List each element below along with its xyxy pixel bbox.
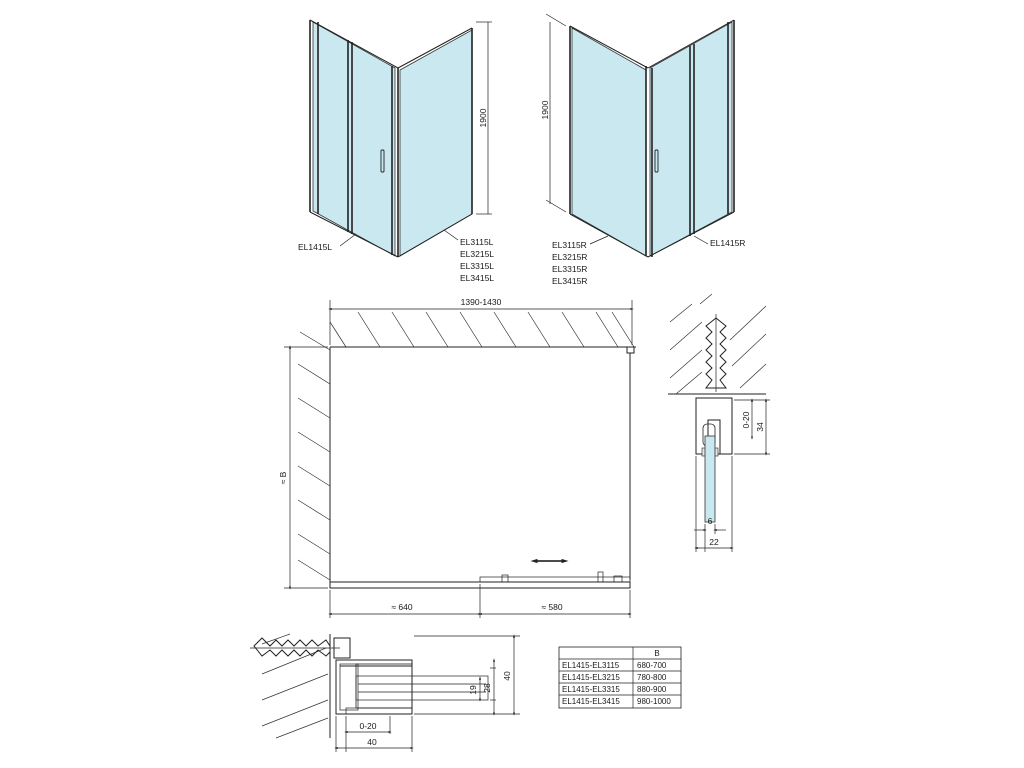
bottom-profile-detail: 19 28 40 0-20 40 xyxy=(250,633,520,752)
right-door-code: EL1415R xyxy=(710,238,745,248)
right-door-handle-icon xyxy=(654,149,659,173)
plan-sliding-width-label: ≈ 580 xyxy=(541,602,562,612)
left-panel-code-2: EL3215L xyxy=(460,249,494,259)
right-variant-isometric-view: 1900 EL3115R EL3215R EL3315R EL3415R EL1… xyxy=(540,13,745,286)
size-table: B EL1415-EL3115 680-700 EL1415-EL3215 78… xyxy=(558,646,682,709)
right-panel-code-1: EL3115R xyxy=(552,240,587,250)
left-variant-isometric-view: 1900 EL1415L EL3115L EL3215L EL3315L EL3… xyxy=(298,19,494,283)
bottom-dim-40-horizontal: 40 xyxy=(367,737,377,747)
size-table-row4-b: 980-1000 xyxy=(637,697,671,706)
left-side-panel-glass xyxy=(399,29,473,257)
right-side-panel-glass xyxy=(571,27,647,257)
wall-dowel-icon xyxy=(705,317,727,389)
size-table-row1-model: EL1415-EL3115 xyxy=(562,661,620,670)
bottom-dim-19: 19 xyxy=(468,685,478,695)
bottom-adjust-label: 0-20 xyxy=(359,721,376,731)
bottom-dowel-icon xyxy=(253,637,331,657)
plan-fixed-width-label: ≈ 640 xyxy=(391,602,412,612)
wall-profile-depth-label: 34 xyxy=(755,422,765,432)
left-height-label: 1900 xyxy=(478,108,488,127)
right-door-glass xyxy=(649,21,733,257)
plan-depth-label: ≈ B xyxy=(278,471,288,484)
right-panel-code-3: EL3315R xyxy=(552,264,587,274)
bottom-dim-28: 28 xyxy=(482,683,492,693)
size-table-header-b: B xyxy=(654,649,659,658)
glass-thickness-label: 6 xyxy=(708,516,713,526)
size-table-row3-model: EL1415-EL3315 xyxy=(562,685,620,694)
size-table-row2-model: EL1415-EL3215 xyxy=(562,673,620,682)
size-table-row3-b: 880-900 xyxy=(637,685,667,694)
detail-glass xyxy=(704,435,716,523)
right-panel-code-4: EL3415R xyxy=(552,276,587,286)
plan-width-label: 1390-1430 xyxy=(461,297,502,307)
wall-profile-detail: 0-20 34 6 22 xyxy=(668,293,770,552)
left-door-handle-icon xyxy=(380,149,385,173)
right-panel-code-2: EL3215R xyxy=(552,252,587,262)
wall-profile-adjust-label: 0-20 xyxy=(741,411,751,428)
left-panel-code-3: EL3315L xyxy=(460,261,494,271)
right-height-label: 1900 xyxy=(540,100,550,119)
left-panel-code-1: EL3115L xyxy=(460,237,494,247)
bottom-dim-40-vertical: 40 xyxy=(502,671,512,681)
left-door-code: EL1415L xyxy=(298,242,332,252)
size-table-row4-model: EL1415-EL3415 xyxy=(562,697,620,706)
size-table-row1-b: 680-700 xyxy=(637,661,667,670)
size-table-row2-b: 780-800 xyxy=(637,673,667,682)
wall-profile-width-label: 22 xyxy=(709,537,719,547)
plan-view: 1390-1430 ≈ B ≈ 640 ≈ 580 xyxy=(278,297,636,618)
left-door-glass xyxy=(312,21,396,257)
left-panel-code-4: EL3415L xyxy=(460,273,494,283)
